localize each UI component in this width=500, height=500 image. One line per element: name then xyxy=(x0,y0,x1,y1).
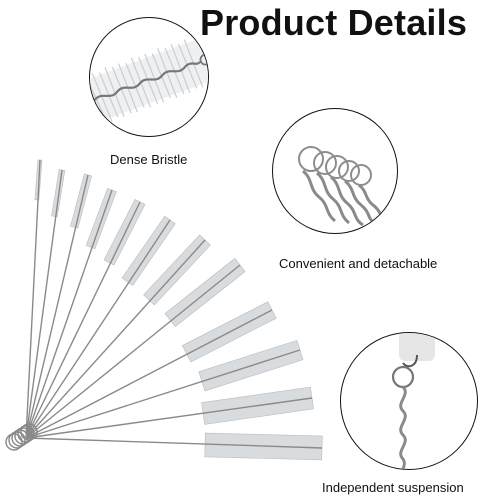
dense-bristle-closeup-image xyxy=(89,17,209,137)
feature-caption: Convenient and detachable xyxy=(279,256,438,271)
page-title: Product Details xyxy=(200,2,468,43)
feature-caption: Dense Bristle xyxy=(110,152,188,167)
feature-caption: Independent suspension xyxy=(322,480,464,495)
brush-set-image xyxy=(0,150,330,495)
hanging-brush-closeup-image xyxy=(340,332,478,470)
key-ring-closeup-image xyxy=(272,108,398,234)
